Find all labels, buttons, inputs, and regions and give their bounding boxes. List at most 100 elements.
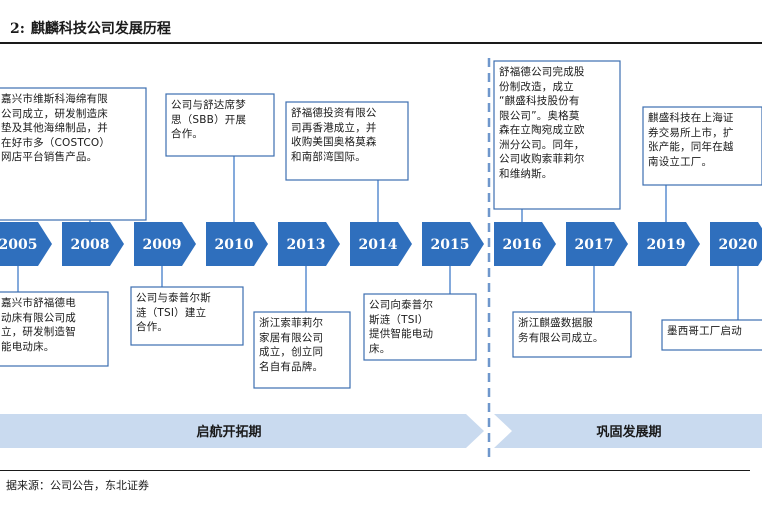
note-box-2015	[363, 293, 477, 361]
figure-number: 2:	[10, 21, 25, 37]
note-line: 限公司”。奥格莫	[499, 109, 580, 122]
note-box-2013	[253, 311, 351, 389]
note-text-2020: 墨西哥工厂启动	[667, 324, 762, 339]
year-label-2014: 2014	[359, 237, 398, 253]
note-line: “麒盛科技股份有	[499, 95, 580, 107]
note-box-2009	[130, 286, 244, 346]
year-arrow-2010	[206, 222, 268, 266]
note-line: 垫及其他海绵制品，并	[1, 122, 108, 134]
note-line: 南设立工厂。	[648, 155, 713, 168]
note-line: 网店平台销售产品。	[1, 151, 98, 163]
note-line: 动床有限公司成	[1, 311, 76, 324]
note-line: 务有限公司成立。	[518, 331, 604, 344]
note-line: 成立，创立同	[259, 346, 324, 358]
note-line: 能电动床。	[1, 340, 55, 353]
note-line: 份制改造，成立	[499, 80, 574, 93]
year-arrow-2017	[566, 222, 628, 266]
note-box-2008	[0, 87, 147, 221]
note-line: 森在立陶宛成立欧	[499, 124, 585, 136]
year-label-2009: 2009	[143, 237, 182, 253]
note-line: 张产能，同年在越	[648, 141, 734, 153]
note-line: 公司向泰普尔	[369, 299, 434, 311]
note-content-2020: 墨西哥工厂启动	[667, 324, 762, 339]
note-box-2020	[661, 319, 762, 351]
note-content-2019: 麒盛科技在上海证券交易所上市，扩张产能，同年在越南设立工厂。	[648, 111, 759, 169]
year-label-2020: 2020	[719, 237, 758, 253]
figure-title: 2: 麒麟科技公司发展历程	[0, 14, 762, 44]
figure-title-text: 麒麟科技公司发展历程	[30, 21, 171, 37]
note-box-2005	[0, 291, 109, 367]
year-arrow-2008	[62, 222, 124, 266]
note-content-2013: 浙江索菲莉尔家居有限公司成立，创立同名自有品牌。	[259, 316, 347, 374]
note-line: 床。	[369, 342, 391, 355]
phase-banner-2	[494, 414, 762, 448]
year-label-2015: 2015	[431, 237, 470, 253]
note-box-2019	[642, 106, 762, 186]
phase-label-1: 启航开拓期	[196, 424, 261, 440]
note-line: 公司与泰普尔斯	[136, 292, 211, 304]
year-arrow-2015	[422, 222, 484, 266]
note-line: 券交易所上市，扩	[648, 126, 734, 139]
year-arrow-2009	[134, 222, 196, 266]
note-line: 收购美国奥格莫森	[291, 136, 377, 148]
note-line: 洲分公司。同年，	[499, 138, 585, 151]
note-line: 麒盛科技在上海证	[648, 112, 734, 124]
year-arrow-2014	[350, 222, 412, 266]
note-line: 公司收购索菲莉尔	[499, 153, 585, 165]
bottom-rule	[0, 470, 750, 471]
note-line: 浙江麒盛数据服	[518, 317, 593, 329]
year-arrow-2016	[494, 222, 556, 266]
phase-banner-1	[0, 414, 484, 448]
note-content-2014: 舒福德投资有限公司再香港成立，并收购美国奥格莫森和南部湾国际。	[291, 106, 405, 164]
note-content-2008: 嘉兴市维斯科海绵有限公司成立，研发制造床垫及其他海绵制品，并在好市多（COSTC…	[1, 92, 143, 165]
note-line: 合作。	[136, 321, 169, 333]
note-line: 嘉兴市舒福德电	[1, 297, 76, 309]
note-box-2017	[512, 311, 632, 358]
note-box-2014	[285, 101, 409, 181]
note-line: 提供智能电动	[369, 328, 434, 340]
note-line: 和维纳斯。	[499, 167, 553, 180]
note-content-2016: 舒福德公司完成股份制改造，成立 “麒盛科技股份有限公司”。奥格莫森在立陶宛成立欧洲…	[499, 65, 617, 181]
note-line: 浙江索菲莉尔	[259, 317, 324, 329]
year-label-2017: 2017	[575, 237, 614, 253]
note-line: 合作。	[171, 128, 204, 140]
note-content-2005: 嘉兴市舒福德电动床有限公司成立，研发制造智能电动床。	[1, 296, 105, 354]
note-line: 司再香港成立，并	[291, 121, 377, 134]
note-line: 和南部湾国际。	[291, 150, 366, 163]
year-arrow-2005	[0, 222, 52, 266]
note-line: 在好市多（COSTCO）	[1, 136, 111, 149]
note-content-2017: 浙江麒盛数据服务有限公司成立。	[518, 316, 628, 345]
note-line: 公司与舒达席梦	[171, 99, 246, 111]
note-line: 涟（TSI）建立	[136, 306, 207, 319]
note-box-2016	[493, 60, 621, 210]
note-line: 嘉兴市维斯科海绵有限	[1, 93, 108, 105]
year-label-2013: 2013	[287, 237, 326, 253]
note-line: 墨西哥工厂启动	[667, 325, 742, 337]
note-line: 舒福德公司完成股	[499, 66, 585, 78]
year-arrow-2019	[638, 222, 700, 266]
note-line: 名自有品牌。	[259, 360, 324, 373]
note-line: 家居有限公司	[259, 331, 324, 344]
year-label-2005: 2005	[0, 237, 37, 253]
year-label-2016: 2016	[503, 237, 542, 253]
note-text-2008: 嘉兴市维斯科海绵有限公司成立，研发制造床垫及其他海绵制品，并在好市多（COSTC…	[1, 92, 143, 165]
note-line: 立，研发制造智	[1, 326, 76, 338]
note-content-2015: 公司向泰普尔斯涟（TSI） 提供智能电动床。	[369, 298, 473, 356]
note-line: 斯涟（TSI）	[369, 313, 429, 326]
source-note: 据来源：公司公告，东北证券	[6, 479, 149, 492]
phase-label-2: 巩固发展期	[596, 424, 661, 440]
note-line: 舒福德投资有限公	[291, 107, 377, 119]
note-box-2010	[165, 93, 275, 157]
year-label-2019: 2019	[647, 237, 686, 253]
year-label-2010: 2010	[215, 237, 254, 253]
